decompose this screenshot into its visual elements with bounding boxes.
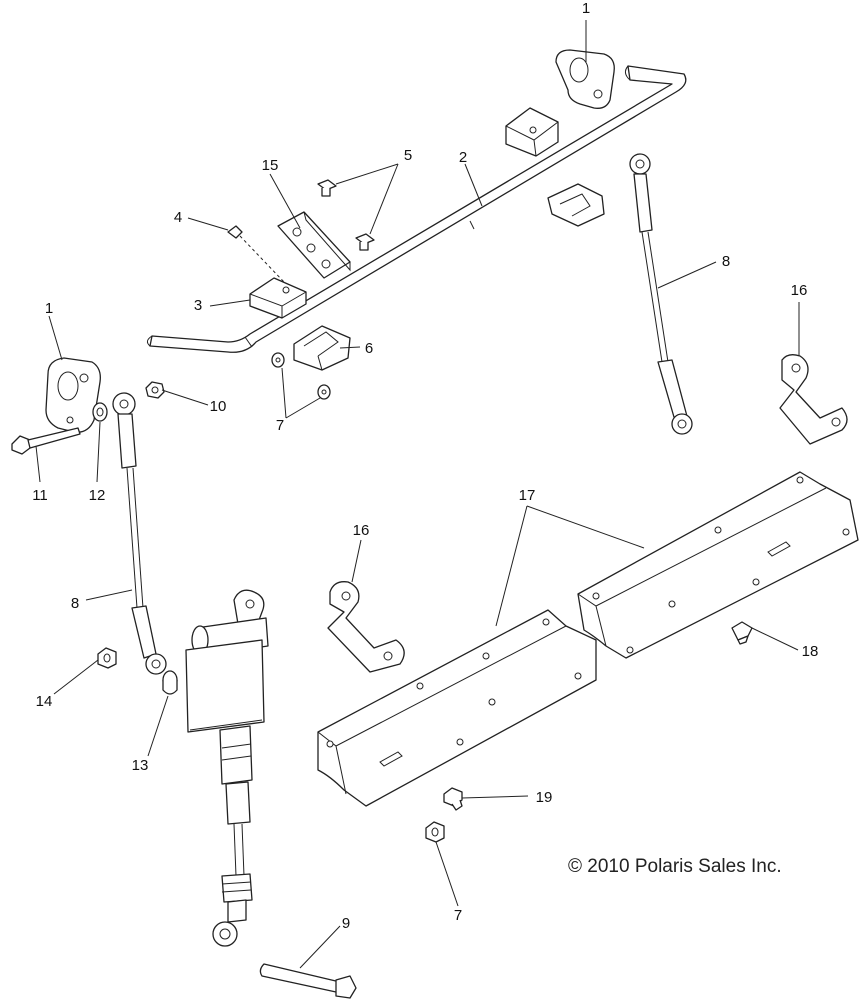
nut-10 bbox=[145, 381, 165, 399]
copyright-notice: © 2010 Polaris Sales Inc. bbox=[568, 856, 782, 877]
stabilizer-link-right bbox=[629, 153, 693, 435]
callout-14: 14 bbox=[36, 693, 53, 710]
nut-7-lower bbox=[425, 821, 445, 843]
nut-7a bbox=[271, 352, 285, 368]
callout-16-right: 16 bbox=[791, 282, 808, 299]
bushing-top bbox=[555, 49, 615, 109]
callout-18: 18 bbox=[802, 643, 819, 660]
bolt-19 bbox=[443, 787, 463, 811]
bar-bracket-6 bbox=[293, 325, 351, 371]
callout-7-upper: 7 bbox=[276, 417, 284, 434]
screw-4 bbox=[227, 225, 285, 283]
callout-12: 12 bbox=[89, 487, 106, 504]
clamp-block bbox=[277, 211, 351, 279]
mounting-rail-left bbox=[317, 609, 597, 807]
shock-absorber bbox=[185, 589, 269, 947]
bar-bracket-right bbox=[547, 183, 605, 227]
callout-4: 4 bbox=[174, 209, 182, 226]
nut-7b bbox=[317, 384, 331, 400]
callout-6: 6 bbox=[365, 340, 373, 357]
callout-17: 17 bbox=[519, 487, 536, 504]
fastener-18 bbox=[731, 621, 753, 645]
mount-bracket-middle bbox=[327, 581, 405, 673]
bolt-9 bbox=[259, 963, 357, 999]
callout-1-top: 1 bbox=[582, 0, 590, 17]
callout-9: 9 bbox=[342, 915, 350, 932]
stabilizer-bar bbox=[146, 65, 687, 353]
washer-12 bbox=[92, 402, 108, 422]
callout-2: 2 bbox=[459, 149, 467, 166]
callout-8-left: 8 bbox=[71, 595, 79, 612]
bushing-left bbox=[45, 357, 101, 433]
leader-lines bbox=[35, 20, 800, 969]
callout-10: 10 bbox=[210, 398, 227, 415]
callout-1-left: 1 bbox=[45, 300, 53, 317]
callout-16-mid: 16 bbox=[353, 522, 370, 539]
bolt-5a bbox=[317, 179, 337, 197]
bolt-11 bbox=[11, 427, 81, 455]
bar-clamp-top bbox=[505, 107, 559, 157]
callout-13: 13 bbox=[132, 757, 149, 774]
callout-15: 15 bbox=[262, 157, 279, 174]
bar-clamp-3 bbox=[249, 277, 307, 319]
mounting-rail-right bbox=[577, 471, 859, 659]
callout-19: 19 bbox=[536, 789, 553, 806]
spacer-13 bbox=[162, 670, 178, 695]
callout-11: 11 bbox=[32, 487, 48, 504]
stabilizer-link-left bbox=[112, 392, 167, 675]
mount-bracket-right bbox=[779, 354, 848, 445]
callout-8-right: 8 bbox=[722, 253, 730, 270]
nut-14 bbox=[97, 647, 117, 669]
callout-7-lower: 7 bbox=[454, 907, 462, 924]
bolt-5b bbox=[355, 233, 375, 251]
callout-5: 5 bbox=[404, 147, 412, 164]
callout-3: 3 bbox=[194, 297, 202, 314]
